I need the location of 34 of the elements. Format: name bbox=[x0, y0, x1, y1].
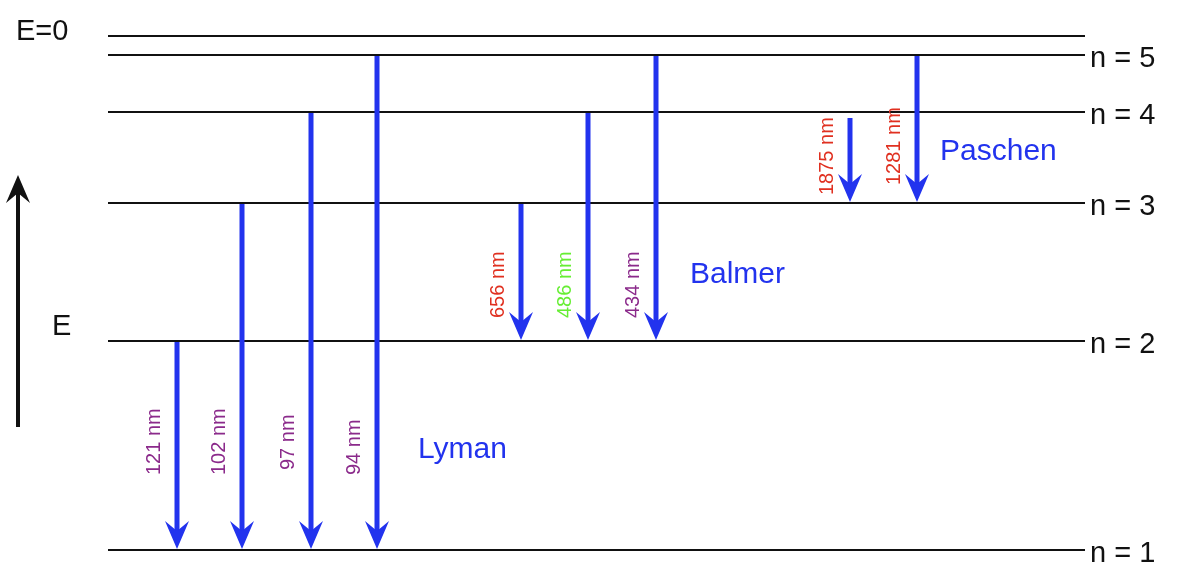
level-label: n = 1 bbox=[1090, 538, 1156, 567]
edge-label: 102 nm bbox=[208, 408, 228, 475]
edge-label: 97 nm bbox=[277, 414, 297, 470]
transition-arrow bbox=[644, 56, 668, 340]
edge-label: 121 nm bbox=[143, 408, 163, 475]
energy-level-line bbox=[108, 549, 1085, 551]
transition-arrow bbox=[576, 113, 600, 340]
energy-level-line bbox=[108, 202, 1085, 204]
energy-level-line bbox=[108, 340, 1085, 342]
transition-arrow bbox=[230, 204, 254, 549]
energy-level-line bbox=[108, 54, 1085, 56]
transition-arrow bbox=[838, 118, 862, 202]
transition-arrow bbox=[165, 342, 189, 549]
series-label: Lyman bbox=[418, 433, 507, 463]
edge-label: 486 nm bbox=[554, 251, 574, 318]
edge-label: 1281 nm bbox=[883, 107, 903, 185]
transition-arrow bbox=[509, 204, 533, 340]
edge-label: 434 nm bbox=[622, 251, 642, 318]
edge-label: 1875 nm bbox=[816, 117, 836, 195]
transition-arrow bbox=[365, 56, 389, 549]
level-label: E=0 bbox=[16, 16, 69, 45]
series-label: Paschen bbox=[940, 135, 1057, 165]
edge-label: 94 nm bbox=[343, 419, 363, 475]
series-label: Balmer bbox=[690, 258, 786, 288]
level-label: n = 2 bbox=[1090, 329, 1156, 358]
transition-arrow bbox=[299, 113, 323, 549]
level-label: n = 4 bbox=[1090, 100, 1156, 129]
energy-level-line bbox=[108, 111, 1085, 113]
axis-label: E bbox=[52, 311, 72, 340]
transition-arrow bbox=[905, 56, 929, 202]
energy-level-line bbox=[108, 35, 1085, 37]
level-label: n = 3 bbox=[1090, 191, 1156, 220]
level-label: n = 5 bbox=[1090, 43, 1156, 72]
edge-label: 656 nm bbox=[487, 251, 507, 318]
